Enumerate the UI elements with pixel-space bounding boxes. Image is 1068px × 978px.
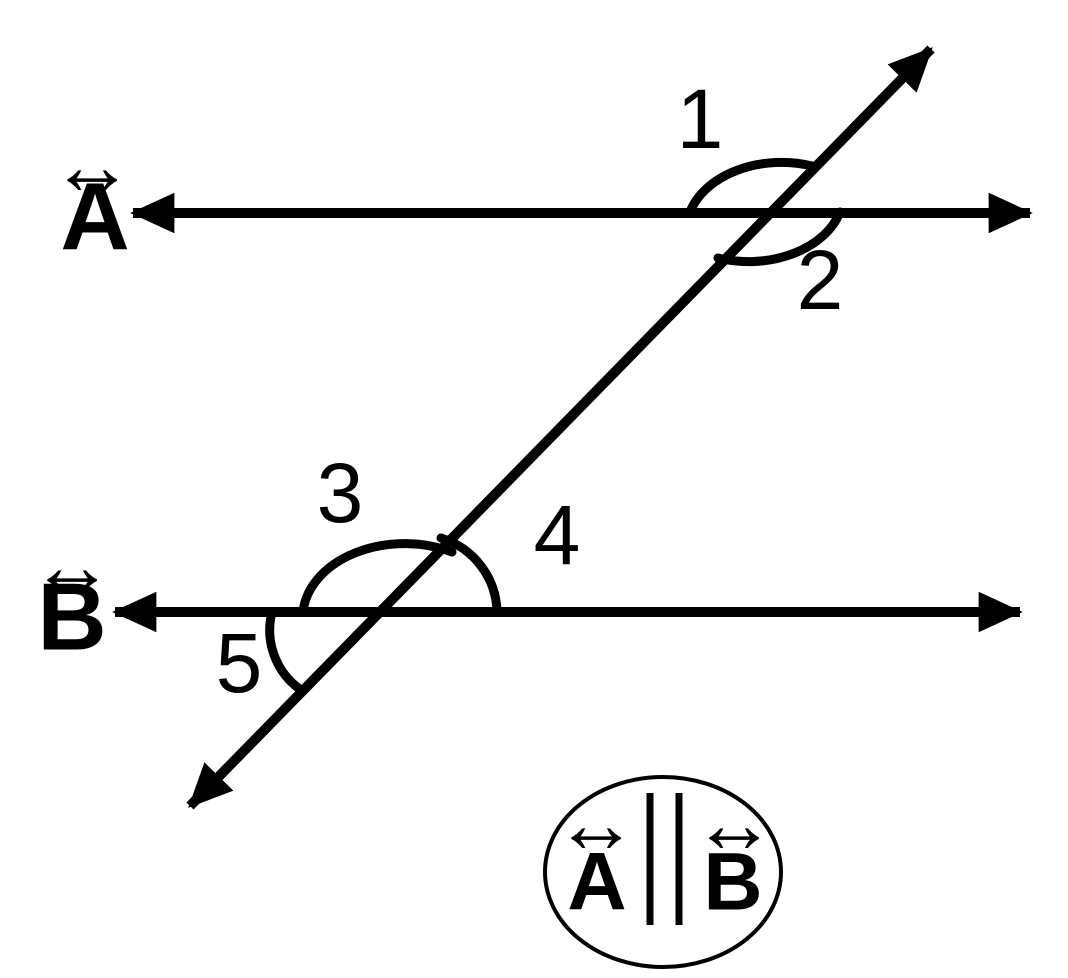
- line-b-over-arrow-icon: ↔: [30, 518, 114, 612]
- angle-2-arc: [713, 207, 845, 267]
- badge-right-label: B: [703, 837, 762, 928]
- angle-3-label: 3: [317, 446, 364, 540]
- line-a-over-arrow-icon: ↔: [50, 118, 134, 212]
- angle-4-arc: [436, 533, 502, 617]
- angle-2-label: 2: [797, 233, 844, 327]
- line-b-label: B: [37, 563, 106, 670]
- angle-3-arc: [298, 539, 457, 617]
- badge-ellipse: [543, 775, 783, 969]
- parallel-notation-badge: ↔ A ↔ B: [543, 775, 783, 969]
- line-a-label: A: [60, 163, 129, 270]
- angle-5-label: 5: [216, 616, 263, 710]
- angle-1-arc: [685, 157, 817, 217]
- angle-5-arc: [265, 607, 306, 695]
- line-b-label-group: ↔ B: [30, 518, 114, 670]
- angle-1-label: 1: [677, 72, 724, 166]
- angle-4-label: 4: [534, 488, 581, 582]
- badge-left-label: A: [567, 837, 626, 928]
- line-a-label-group: ↔ A: [50, 118, 134, 270]
- badge-right-over-arrow-icon: ↔: [692, 776, 776, 870]
- badge-left-over-arrow-icon: ↔: [554, 776, 638, 870]
- transversal-line: [186, 45, 935, 810]
